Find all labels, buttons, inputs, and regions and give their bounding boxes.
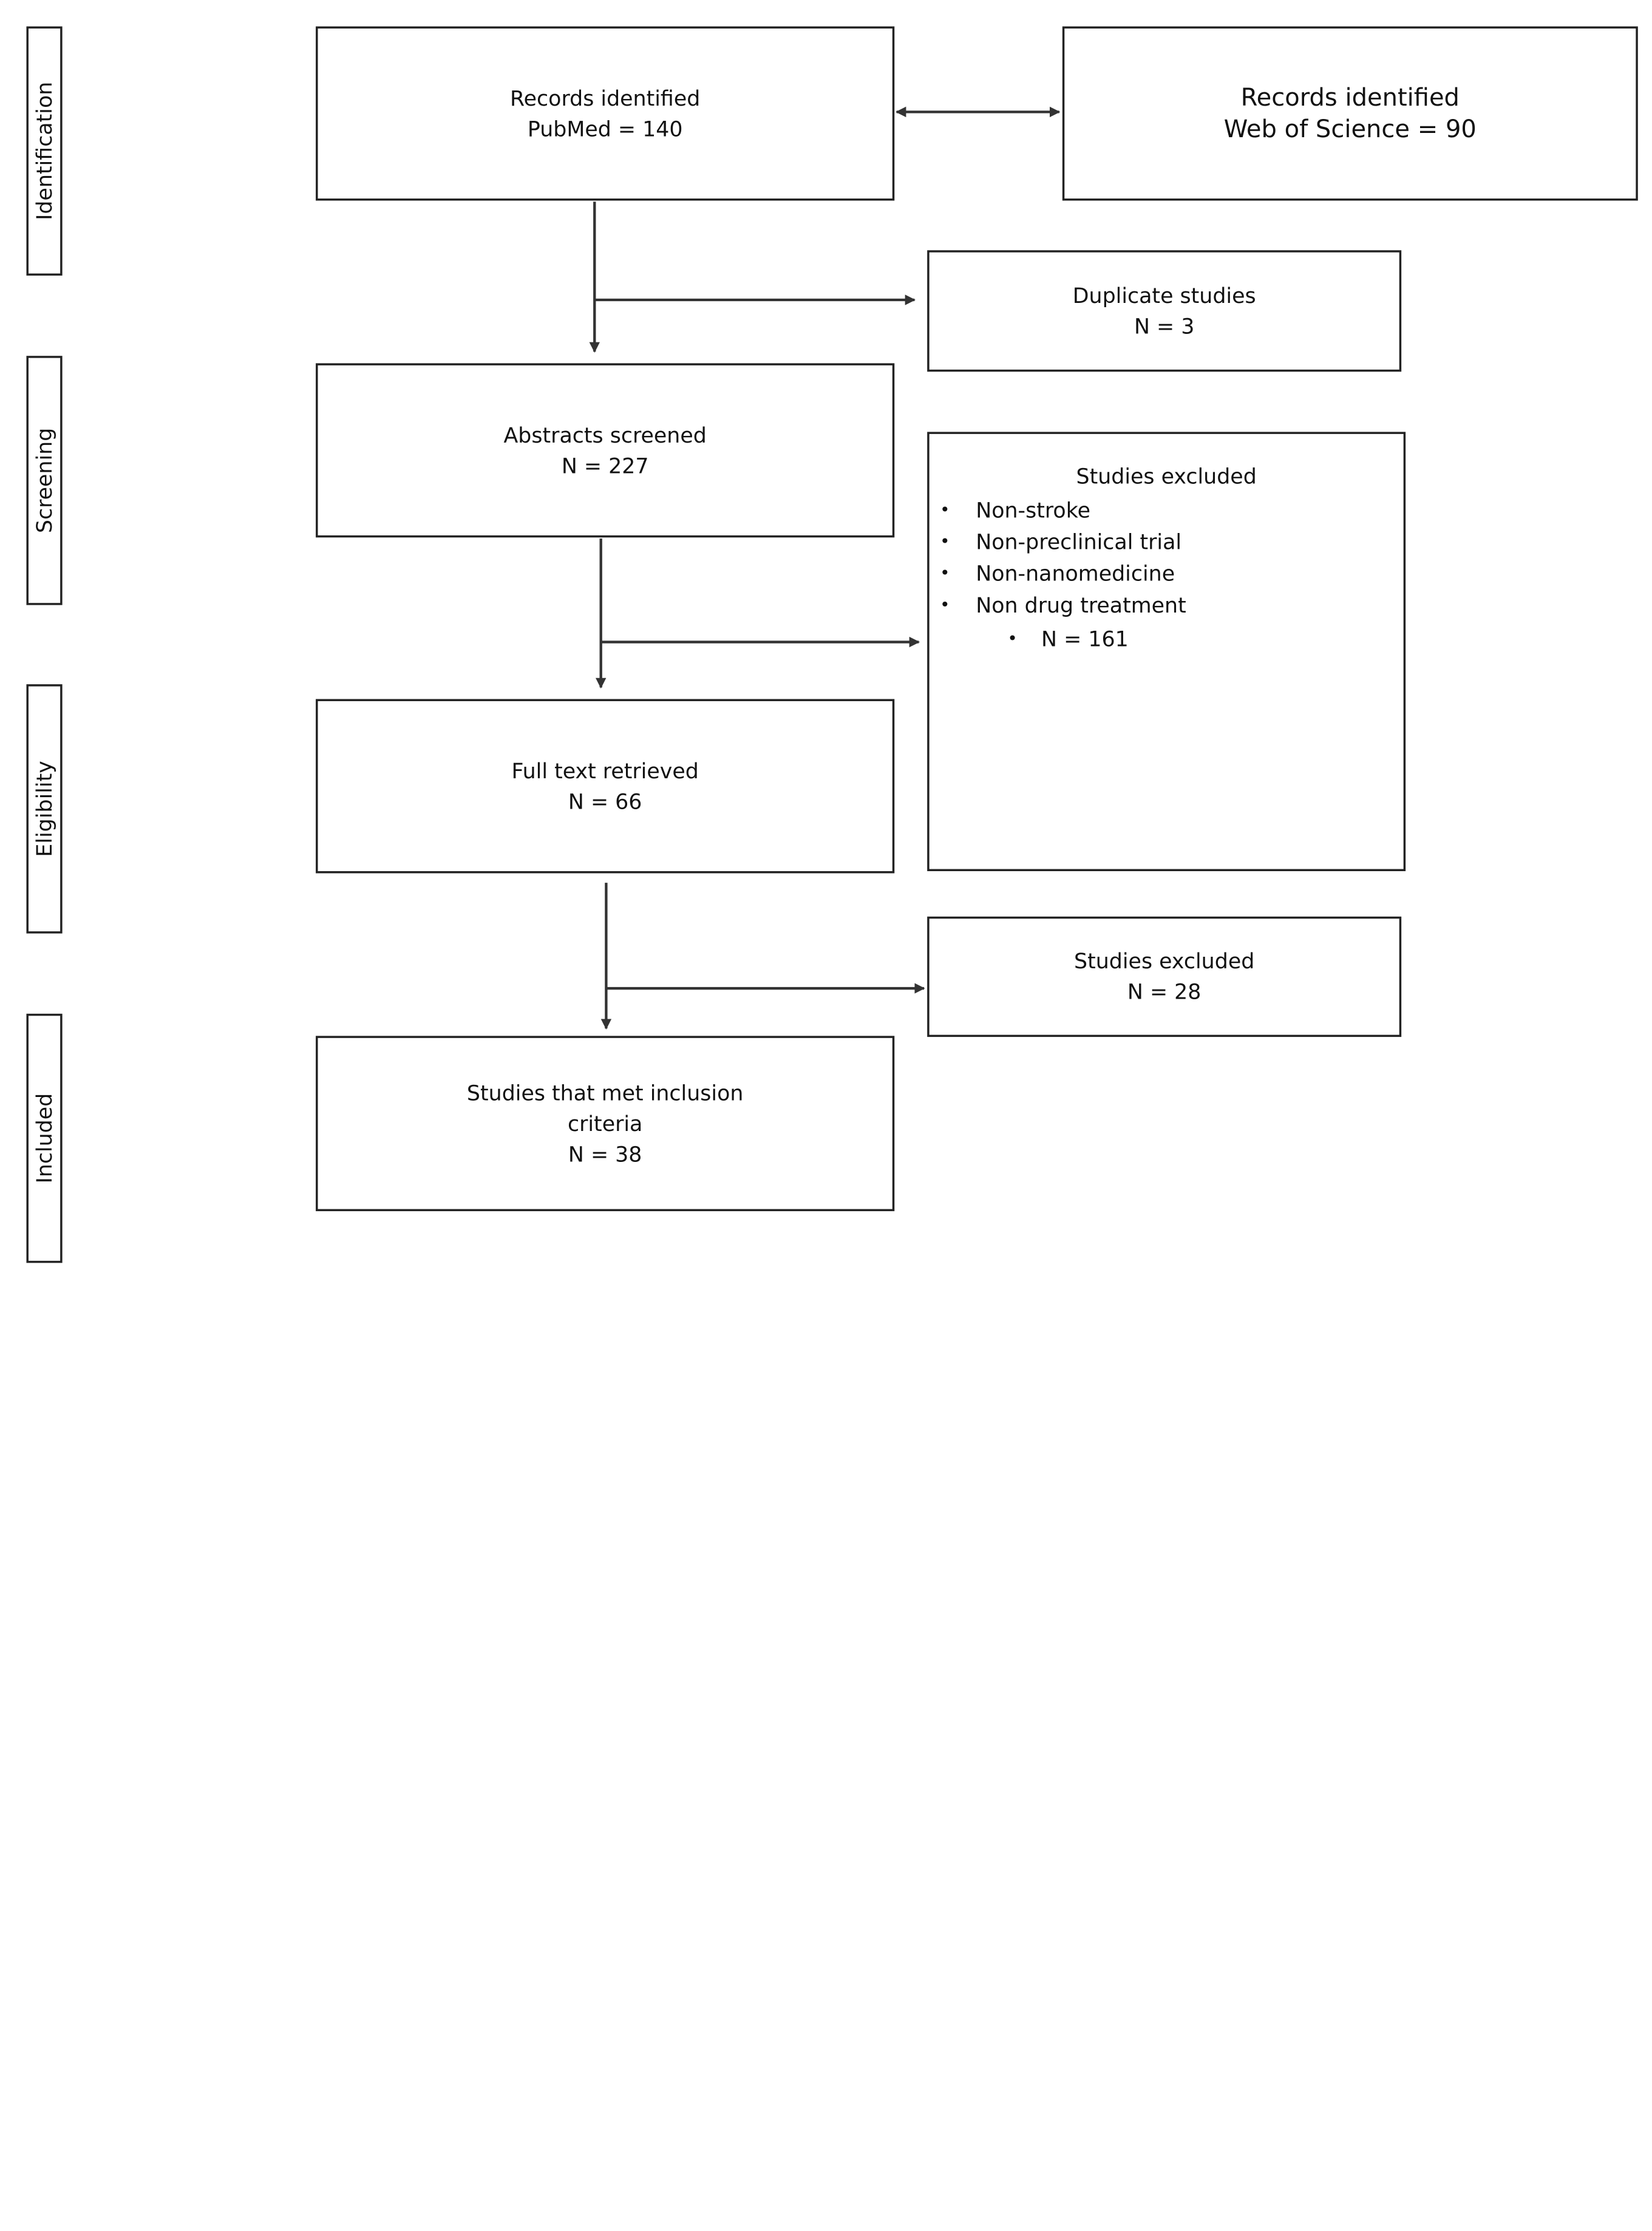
- bullet-icon: •: [940, 594, 950, 615]
- box-count: N = 38: [568, 1141, 642, 1167]
- box-count: N = 28: [1127, 979, 1202, 1005]
- web-of-science-records-box: Records identified Web of Science = 90: [1062, 26, 1638, 201]
- box-label: Records identified: [1240, 84, 1460, 112]
- list-item: •Non-stroke: [930, 494, 1404, 526]
- box-label: Duplicate studies: [1072, 282, 1256, 308]
- stage-included: Included: [26, 1013, 63, 1263]
- full-text-retrieved-box: Full text retrieved N = 66: [316, 699, 895, 874]
- box-label: Studies that met inclusion: [466, 1079, 744, 1105]
- abstracts-screened-box: Abstracts screened N = 227: [316, 363, 895, 538]
- box-count: N = 66: [568, 788, 642, 814]
- stage-identification: Identification: [26, 26, 63, 276]
- box-label: Abstracts screened: [503, 421, 707, 447]
- box-label: Records identified: [510, 85, 701, 110]
- bullet-icon: •: [940, 563, 950, 583]
- list-item-count: •N = 161: [930, 623, 1404, 654]
- flow-connectors: [589, 106, 1061, 1030]
- box-count: Web of Science = 90: [1223, 115, 1477, 143]
- box-label: Full text retrieved: [511, 758, 699, 783]
- bullet-icon: •: [940, 531, 950, 551]
- list-item: •Non-nanomedicine: [930, 557, 1404, 589]
- stage-screening: Screening: [26, 356, 63, 605]
- duplicate-studies-box: Duplicate studies N = 3: [927, 250, 1402, 372]
- included-studies-box: Studies that met inclusion criteria N = …: [316, 1036, 895, 1212]
- exclusion-reasons-list: •Non-stroke •Non-preclinical trial •Non-…: [930, 494, 1404, 654]
- box-label: Studies excluded: [1076, 463, 1257, 489]
- stage-eligibility: Eligibility: [26, 684, 63, 934]
- list-item: •Non drug treatment: [930, 589, 1404, 621]
- eligibility-exclusions-box: Studies excluded N = 28: [927, 916, 1402, 1037]
- box-label-cont: criteria: [567, 1110, 643, 1136]
- box-count: N = 227: [561, 452, 649, 478]
- box-count: PubMed = 140: [527, 115, 683, 141]
- list-item: •Non-preclinical trial: [930, 526, 1404, 557]
- bullet-icon: •: [1007, 628, 1018, 648]
- pubmed-records-box: Records identified PubMed = 140: [316, 26, 895, 201]
- bullet-icon: •: [940, 499, 950, 520]
- box-label: Studies excluded: [1074, 948, 1255, 974]
- screening-exclusions-box: Studies excluded •Non-stroke •Non-precli…: [927, 432, 1406, 872]
- box-count: N = 3: [1134, 313, 1195, 339]
